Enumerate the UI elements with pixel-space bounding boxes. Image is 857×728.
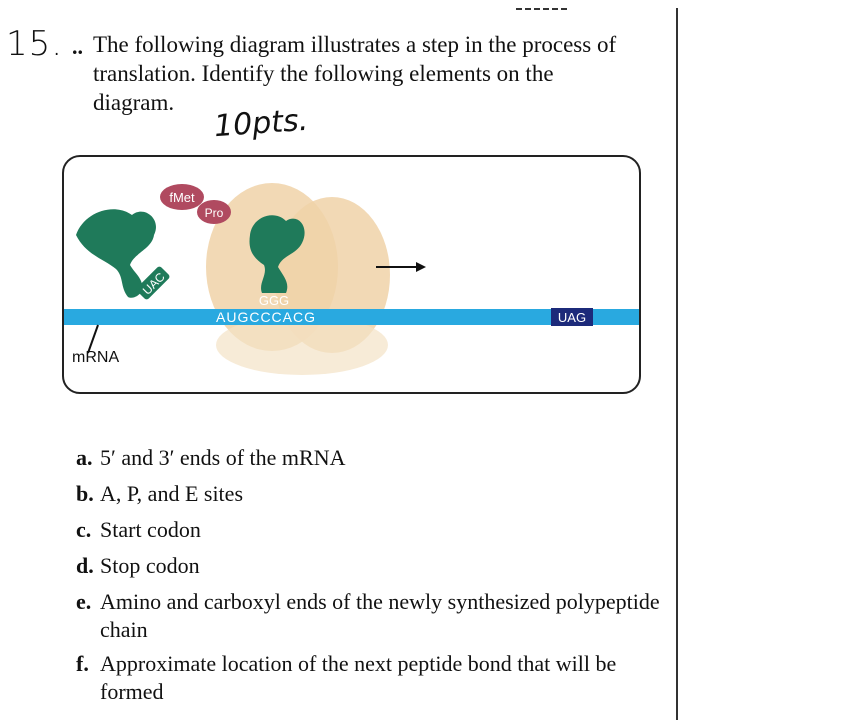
stop-codon-box-label: UAG: [558, 310, 586, 325]
item-text: 5′ and 3′ ends of the mRNA: [100, 445, 346, 470]
item-letter: e.: [76, 589, 92, 614]
direction-arrow: [376, 262, 426, 272]
list-item: e. Amino and carboxyl ends of the newly …: [76, 588, 660, 644]
mrna-sequence-label: AUGCCCACG: [216, 309, 316, 325]
trna-right: [249, 215, 305, 293]
scribble-mark: [516, 8, 568, 10]
item-text: Start codon: [100, 517, 201, 542]
item-letter: f.: [76, 651, 89, 676]
item-text: A, P, and E sites: [100, 481, 243, 506]
question-number: 15.: [6, 24, 64, 64]
item-letter: c.: [76, 517, 92, 542]
list-item: a. 5′ and 3′ ends of the mRNA: [76, 444, 660, 472]
list-item: b. A, P, and E sites: [76, 480, 660, 508]
amino-acid-pro-label: Pro: [205, 206, 224, 220]
item-text: Amino and carboxyl ends of the newly syn…: [100, 589, 660, 642]
item-letter: b.: [76, 481, 94, 506]
list-item: d. Stop codon: [76, 552, 660, 580]
stop-codon-box: [551, 308, 593, 326]
translation-diagram: UAC fMet Pro GGG AUGCCCACG UAG mRNA: [62, 155, 641, 394]
trna-left: [76, 209, 170, 300]
amino-acid-fmet-label: fMet: [169, 190, 195, 205]
item-text: Approximate location of the next peptide…: [100, 651, 617, 704]
list-item: c. Start codon: [76, 516, 660, 544]
ribosome: [206, 183, 390, 375]
question-prompt: The following diagram illustrates a step…: [93, 32, 617, 115]
mrna-pointer-line: [87, 324, 99, 354]
item-letter: a.: [76, 445, 93, 470]
item-letter: d.: [76, 553, 94, 578]
page-margin-line: [676, 8, 678, 720]
amino-acid-fmet: [160, 184, 204, 210]
identification-list: a. 5′ and 3′ ends of the mRNA b. A, P, a…: [76, 444, 660, 712]
mrna-label: mRNA: [72, 349, 119, 366]
mrna-strand: [64, 309, 639, 325]
handwritten-points-note: 10pts.: [212, 102, 310, 145]
trna-right-anticodon-label: GGG: [259, 293, 289, 308]
item-text: Stop codon: [100, 553, 200, 578]
amino-acid-pro: [197, 200, 231, 224]
bullet-mark: ..: [72, 34, 83, 59]
list-item: f. Approximate location of the next pept…: [76, 650, 660, 706]
